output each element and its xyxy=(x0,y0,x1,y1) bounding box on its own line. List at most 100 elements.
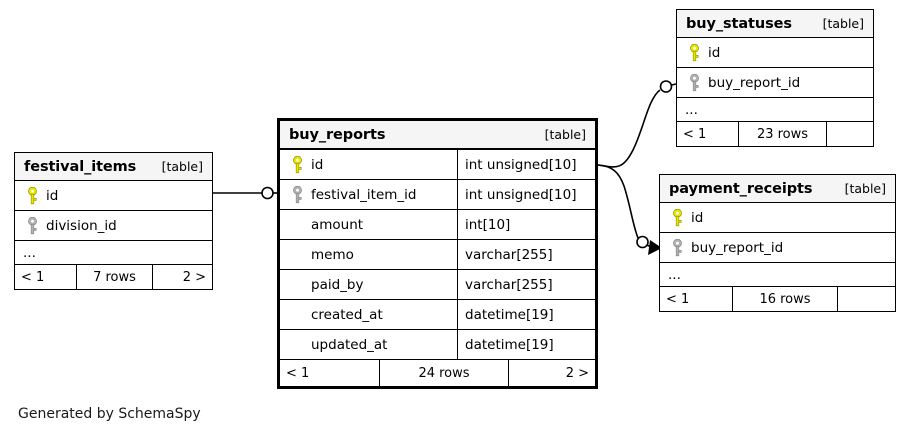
column-name-cell: id xyxy=(660,203,895,232)
column-type-label: varchar[255] xyxy=(465,246,553,263)
table-buy-reports[interactable]: buy_reports [table] id int unsigned[10] xyxy=(277,118,598,389)
column-row[interactable]: buy_report_id xyxy=(677,68,873,98)
column-label: created_at xyxy=(311,306,383,323)
primary-key-icon xyxy=(288,155,307,174)
no-key-icon xyxy=(288,216,307,234)
no-key-icon xyxy=(288,306,307,324)
table-header-buy-statuses: buy_statuses [table] xyxy=(677,10,873,38)
foreign-key-icon xyxy=(23,216,42,235)
column-type-label: datetime[19] xyxy=(465,306,554,323)
row-count-label: 7 rows xyxy=(77,265,153,289)
table-footer-buy-statuses: < 1 23 rows xyxy=(677,122,873,146)
column-name-cell: created_at xyxy=(280,300,457,329)
column-label: amount xyxy=(311,216,364,233)
column-type-label: int[10] xyxy=(465,216,511,233)
column-row[interactable]: created_at datetime[19] xyxy=(280,300,595,330)
table-tag: [table] xyxy=(844,181,886,196)
more-columns-indicator: ... xyxy=(660,263,895,287)
column-row[interactable]: id xyxy=(15,181,212,211)
table-payment-receipts[interactable]: payment_receipts [table] id xyxy=(659,174,896,312)
column-type-cell: varchar[255] xyxy=(457,240,595,269)
column-name-cell: memo xyxy=(280,240,457,269)
table-buy-statuses[interactable]: buy_statuses [table] id xyxy=(676,9,874,147)
row-count-label: 23 rows xyxy=(739,122,827,146)
column-name-cell: updated_at xyxy=(280,330,457,359)
no-key-icon xyxy=(288,246,307,264)
prev-page-button[interactable]: < 1 xyxy=(677,122,739,146)
generator-caption: Generated by SchemaSpy xyxy=(18,406,201,422)
column-name-cell: amount xyxy=(280,210,457,239)
table-footer-festival-items: < 1 7 rows 2 > xyxy=(15,265,212,289)
column-row[interactable]: amount int[10] xyxy=(280,210,595,240)
next-page-button[interactable] xyxy=(838,287,895,311)
column-label: memo xyxy=(311,246,354,263)
column-type-cell: varchar[255] xyxy=(457,270,595,299)
next-page-button[interactable] xyxy=(827,122,873,146)
table-title: payment_receipts xyxy=(669,180,813,197)
prev-page-button[interactable]: < 1 xyxy=(280,360,380,386)
column-name-cell: id xyxy=(677,38,873,67)
primary-key-icon xyxy=(685,43,704,62)
primary-key-icon xyxy=(668,208,687,227)
column-name-cell: buy_report_id xyxy=(660,233,895,262)
column-row[interactable]: updated_at datetime[19] xyxy=(280,330,595,360)
primary-key-icon xyxy=(23,186,42,205)
column-name-cell: festival_item_id xyxy=(280,180,457,209)
column-name-cell: division_id xyxy=(15,211,212,240)
prev-page-button[interactable]: < 1 xyxy=(660,287,733,311)
ellipsis-label: ... xyxy=(668,266,681,283)
ellipsis-label: ... xyxy=(23,244,36,261)
no-key-icon xyxy=(288,276,307,294)
column-label: id xyxy=(691,209,704,226)
table-title: buy_statuses xyxy=(686,15,792,32)
table-tag: [table] xyxy=(822,16,864,31)
column-label: buy_report_id xyxy=(691,239,784,256)
edge-buy-reports-to-payment-receipts xyxy=(597,164,662,255)
table-festival-items[interactable]: festival_items [table] id xyxy=(14,152,213,290)
foreign-key-icon xyxy=(668,238,687,257)
column-type-label: int unsigned[10] xyxy=(465,156,577,173)
no-key-icon xyxy=(288,336,307,354)
next-page-button[interactable]: 2 > xyxy=(182,269,206,285)
column-label: buy_report_id xyxy=(708,74,801,91)
column-type-cell: int[10] xyxy=(457,210,595,239)
column-row[interactable]: buy_report_id xyxy=(660,233,895,263)
column-label: id xyxy=(311,156,324,173)
column-type-cell: datetime[19] xyxy=(457,330,595,359)
column-type-cell: int unsigned[10] xyxy=(457,150,595,179)
prev-page-button[interactable]: < 1 xyxy=(15,265,77,289)
column-label: id xyxy=(46,187,59,204)
ellipsis-label: ... xyxy=(685,101,698,118)
next-page-button[interactable]: 2 > xyxy=(565,365,589,381)
table-title: festival_items xyxy=(24,158,137,175)
column-label: id xyxy=(708,44,721,61)
table-tag: [table] xyxy=(544,127,586,142)
table-footer-buy-reports: < 1 24 rows 2 > xyxy=(280,360,595,386)
column-row[interactable]: paid_by varchar[255] xyxy=(280,270,595,300)
column-row[interactable]: id xyxy=(677,38,873,68)
column-row[interactable]: division_id xyxy=(15,211,212,241)
row-count-label: 24 rows xyxy=(380,360,509,386)
column-row[interactable]: id xyxy=(660,203,895,233)
table-header-buy-reports: buy_reports [table] xyxy=(280,121,595,150)
foreign-key-icon xyxy=(288,185,307,204)
column-row[interactable]: id int unsigned[10] xyxy=(280,150,595,180)
table-header-festival-items: festival_items [table] xyxy=(15,153,212,181)
table-footer-payment-receipts: < 1 16 rows xyxy=(660,287,895,311)
more-columns-indicator: ... xyxy=(15,241,212,265)
column-row[interactable]: memo varchar[255] xyxy=(280,240,595,270)
table-title: buy_reports xyxy=(289,126,386,143)
column-type-cell: datetime[19] xyxy=(457,300,595,329)
column-name-cell: paid_by xyxy=(280,270,457,299)
column-row[interactable]: festival_item_id int unsigned[10] xyxy=(280,180,595,210)
column-name-cell: buy_report_id xyxy=(677,68,873,97)
row-count-label: 16 rows xyxy=(733,287,838,311)
foreign-key-icon xyxy=(685,73,704,92)
table-tag: [table] xyxy=(161,159,203,174)
column-type-cell: int unsigned[10] xyxy=(457,180,595,209)
column-label: division_id xyxy=(46,217,117,234)
column-label: updated_at xyxy=(311,336,388,353)
column-name-cell: id xyxy=(15,181,212,210)
column-label: festival_item_id xyxy=(311,186,417,203)
